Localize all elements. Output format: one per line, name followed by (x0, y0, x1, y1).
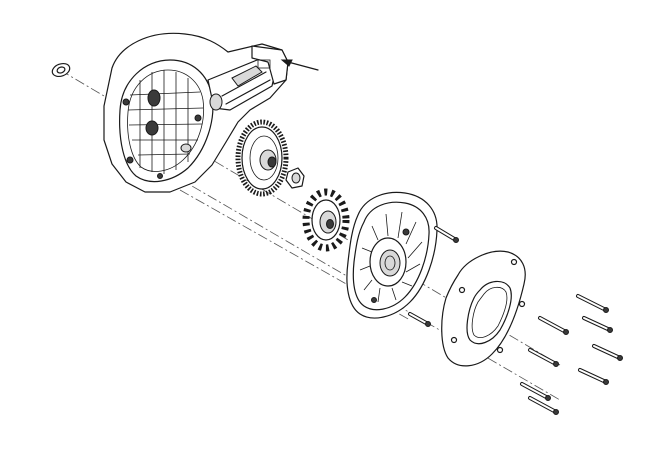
gear (235, 119, 289, 197)
screw (520, 382, 551, 401)
sprocket (302, 188, 350, 252)
screw (582, 316, 613, 333)
housing (103, 32, 289, 193)
short-screws (408, 226, 459, 327)
screw (576, 294, 609, 313)
leader-arrow (280, 59, 319, 71)
screw (528, 396, 559, 415)
cover-plate (346, 191, 438, 319)
screw (578, 368, 609, 385)
screw (434, 226, 459, 243)
screw (538, 316, 569, 335)
screw (528, 348, 559, 367)
screw (408, 312, 431, 327)
screw (592, 344, 623, 361)
gasket (441, 250, 526, 367)
long-screws (520, 294, 623, 415)
washer (51, 62, 71, 78)
bushing (285, 167, 305, 189)
